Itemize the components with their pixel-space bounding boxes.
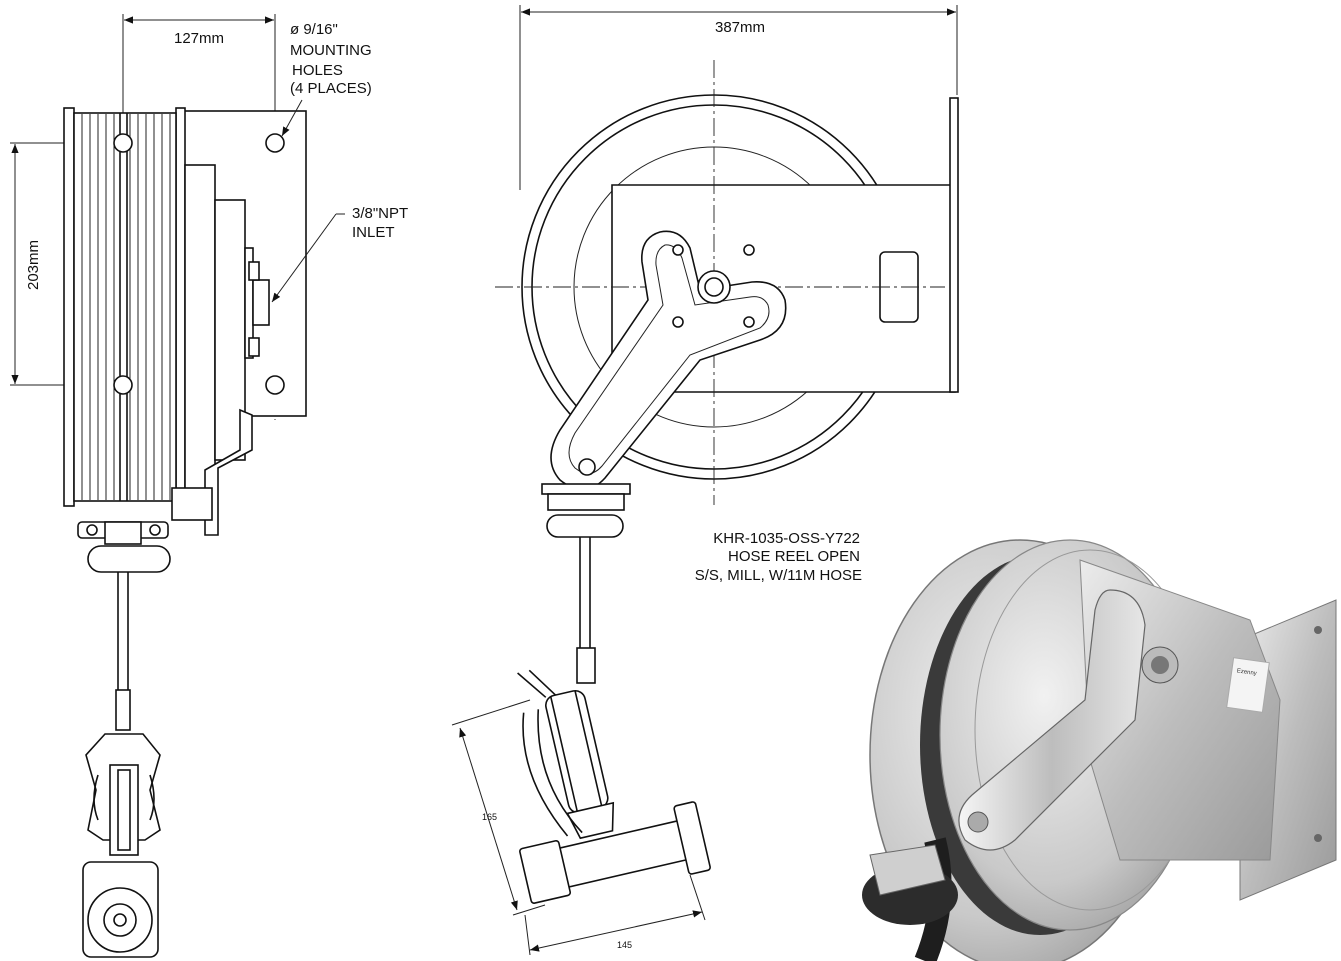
nozzle-side: [82, 733, 161, 958]
hose-front: [579, 537, 591, 648]
inlet-note-line-2: INLET: [352, 224, 395, 241]
nozzle-barrel: [549, 817, 697, 891]
model-note-line-1: KHR-1035-OSS-Y722: [713, 530, 860, 547]
inlet-note: 3/8"NPT INLET: [271, 205, 408, 303]
side-view: 127mm 203mm: [10, 14, 408, 958]
hub-housing: [184, 164, 216, 496]
side-height-label: 203mm: [25, 240, 42, 290]
drum-flange-right: [175, 107, 186, 507]
side-width-label: 127mm: [174, 30, 224, 47]
mounting-hole-bottom-left: [113, 375, 133, 395]
nozzle-tip: [519, 839, 572, 904]
hose-coil-wraps: [81, 113, 171, 501]
photo-label-text: Ezenny: [1236, 668, 1257, 677]
hole-note-line-3: HOLES: [292, 62, 343, 79]
inlet-fitting: [252, 279, 270, 326]
hose-stop-ball: [87, 545, 171, 573]
hose-side: [117, 572, 129, 690]
model-note-line-2: HOSE REEL OPEN: [728, 548, 860, 565]
mounting-hole-top-right: [265, 133, 285, 153]
hole-note-line-1: ø 9/16": [290, 21, 338, 38]
model-note-line-3: S/S, MILL, W/11M HOSE: [695, 567, 862, 584]
hose-coil: [73, 112, 177, 502]
nozzle-trigger: [522, 709, 583, 837]
nozzle-detail: 165 145: [451, 669, 711, 956]
nozzle-height-label: 165: [482, 812, 497, 822]
product-photo: Ezenny: [862, 539, 1337, 961]
front-view: 387mm KHR-1035-OSS-Y722 HOSE REE: [495, 5, 959, 684]
arm-pivot: [578, 458, 596, 476]
drum-flange-left: [63, 107, 75, 507]
mounting-hole-top-left: [113, 133, 133, 153]
crank-arm-side: [204, 408, 253, 536]
hole-note-line-4: (4 PLACES): [290, 80, 372, 97]
nozzle-width-dimension: 145: [524, 874, 706, 956]
nozzle-height-dimension: 165: [451, 699, 546, 916]
model-note: KHR-1035-OSS-Y722 HOSE REEL OPEN S/S, MI…: [695, 530, 862, 584]
front-width-label: 387mm: [715, 19, 765, 36]
front-width-dimension: 387mm: [519, 5, 958, 190]
mounting-hole-note: ø 9/16" MOUNTING HOLES (4 PLACES): [281, 21, 372, 137]
photo-crank-arm: [958, 589, 1146, 851]
inlet-note-line-1: 3/8"NPT: [352, 205, 408, 222]
photo-label: [1226, 657, 1270, 713]
hole-note-line-2: MOUNTING: [290, 42, 372, 59]
nozzle-width-label: 145: [617, 940, 632, 950]
mounting-hole-bottom-right: [265, 375, 285, 395]
hose-stop-front: [546, 514, 624, 538]
